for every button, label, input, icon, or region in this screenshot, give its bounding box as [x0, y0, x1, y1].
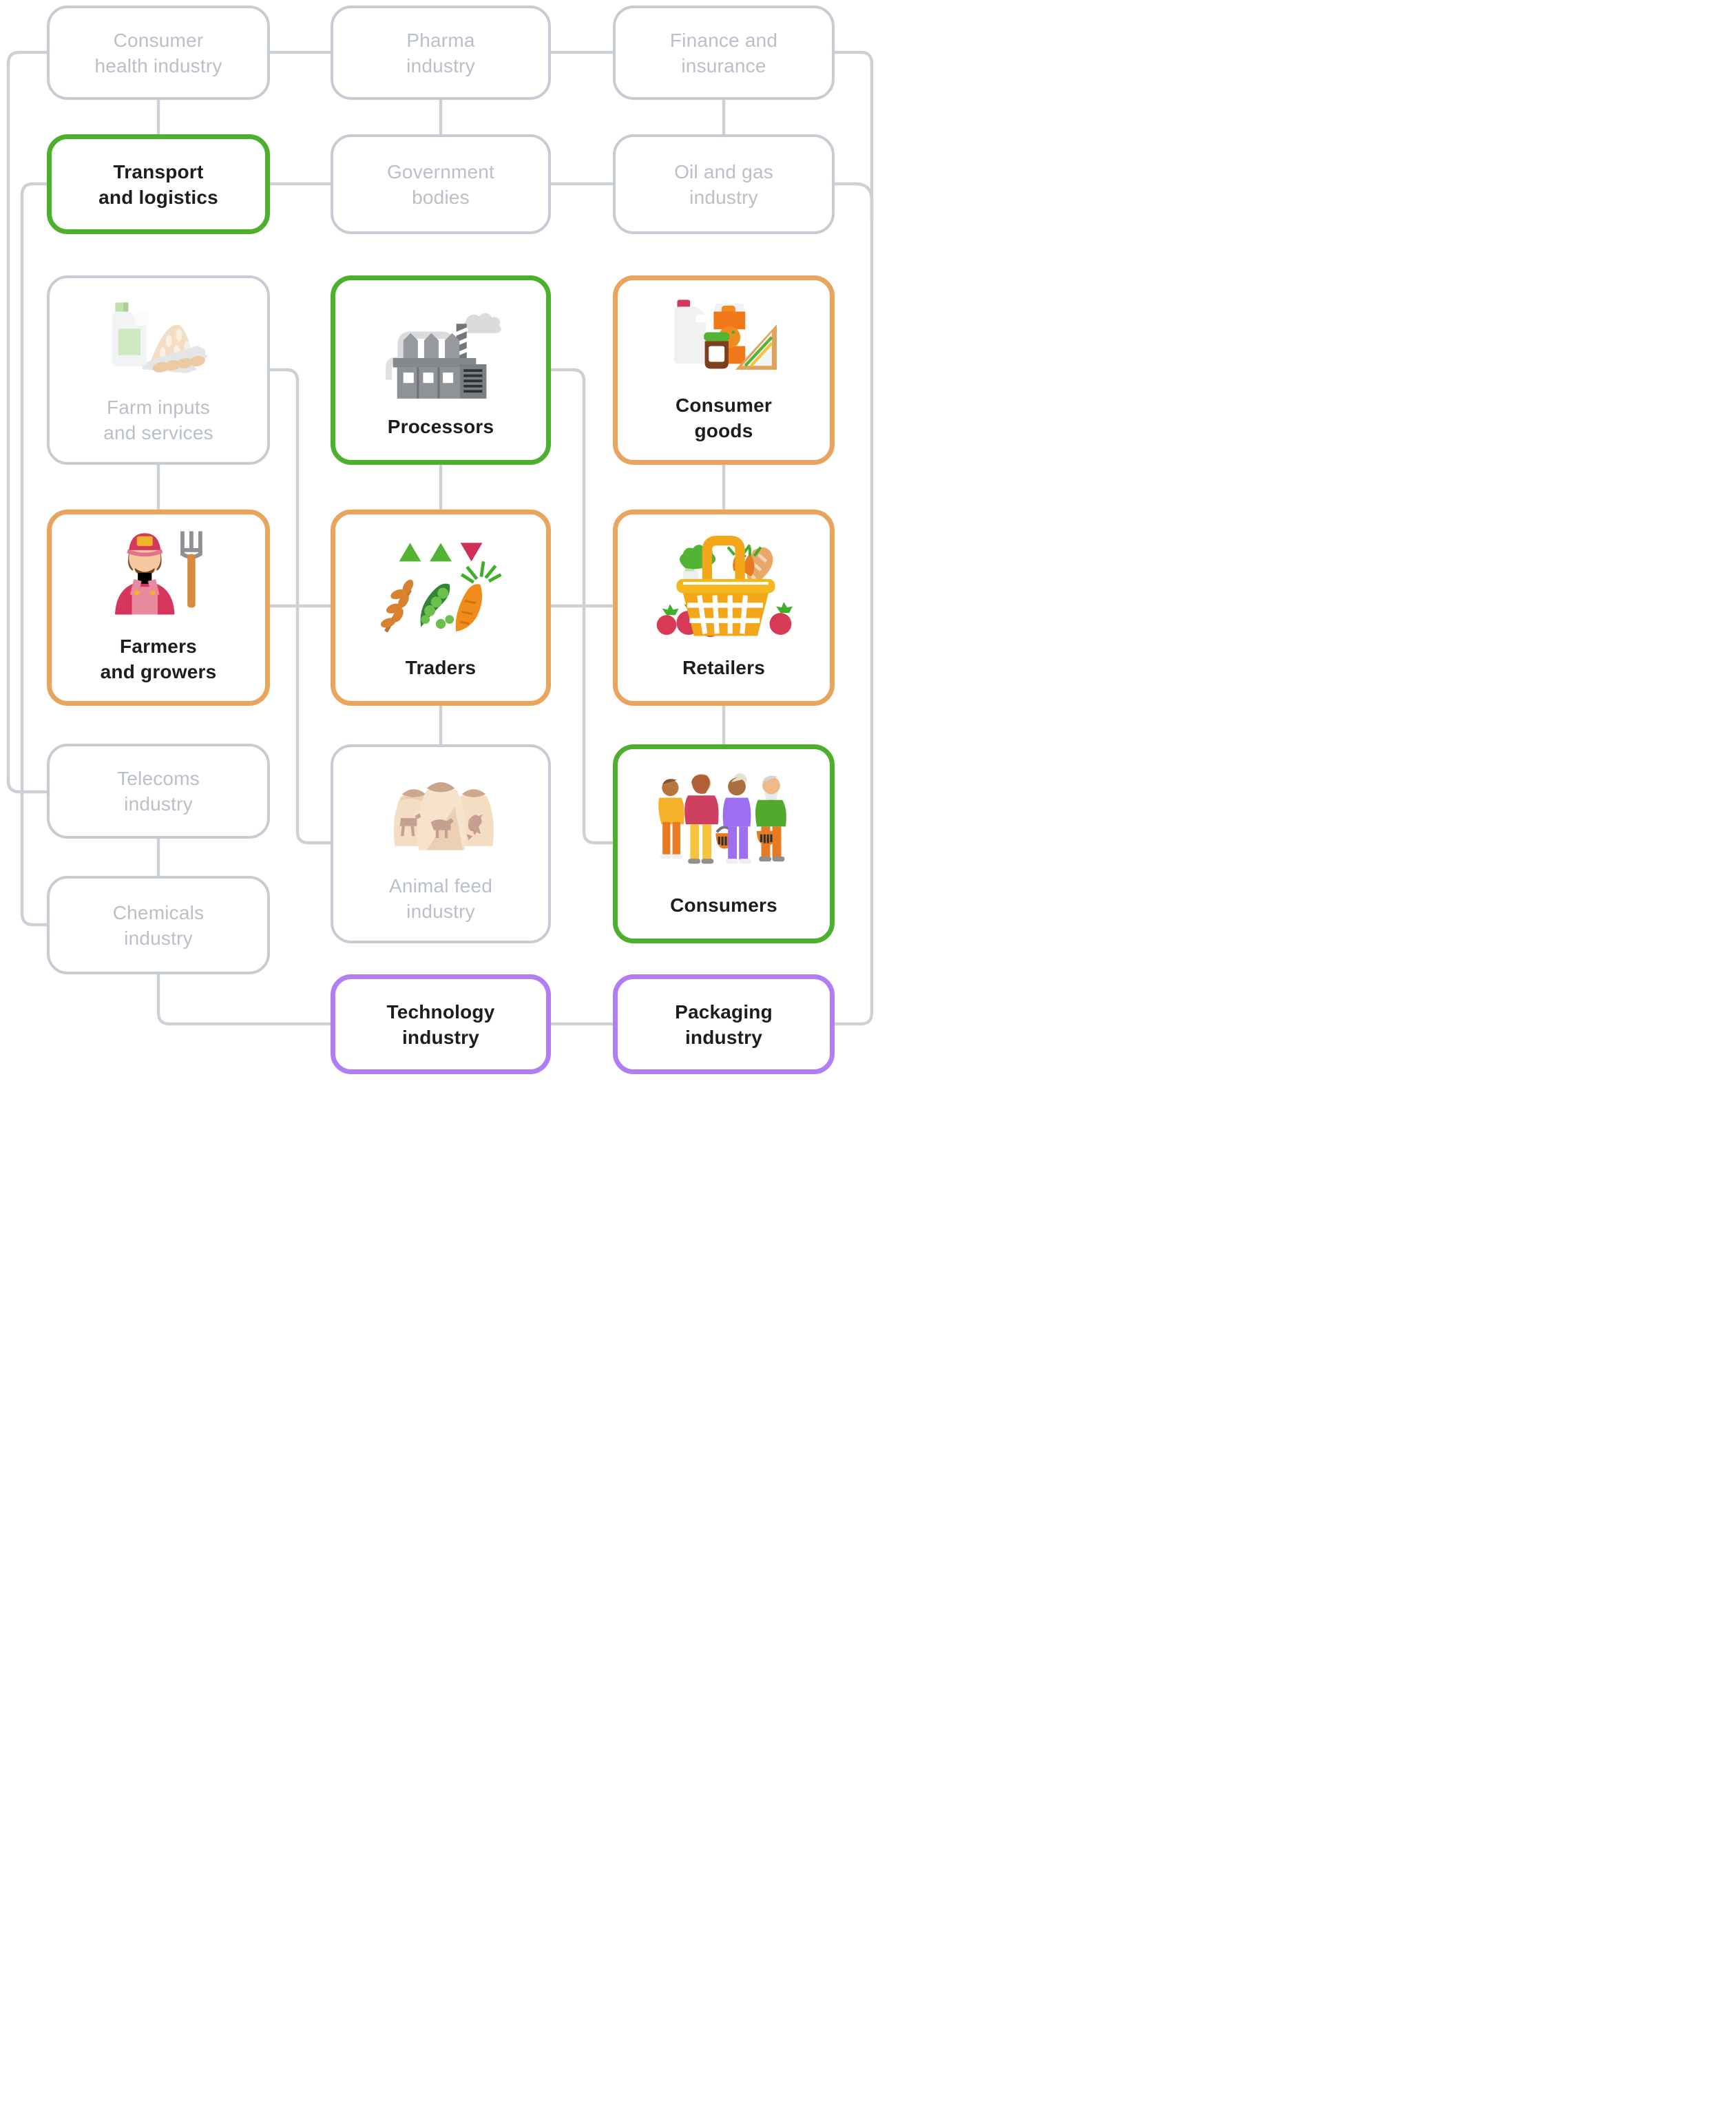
connector-mid-rail-left — [270, 368, 331, 845]
node-label: Consumer health industry — [94, 29, 222, 76]
node-label: Telecoms industry — [117, 768, 200, 815]
node-government-bodies: Government bodies — [331, 134, 551, 234]
node-label: Farm inputs and services — [103, 397, 213, 443]
node-telecoms-industry: Telecoms industry — [47, 744, 270, 839]
connector-chemicals-technology — [156, 974, 331, 1026]
node-farmers-and-growers: Farmers and growers — [47, 510, 270, 706]
node-label: Oil and gas industry — [674, 160, 773, 208]
node-label: Finance and insurance — [669, 29, 778, 76]
node-transport-and-logistics: Transport and logistics — [47, 134, 270, 234]
node-label: Animal feed industry — [388, 875, 493, 922]
node-label: Transport and logistics — [98, 160, 218, 208]
farmer-icon — [52, 505, 265, 633]
node-label: Processors — [387, 416, 494, 437]
people-icon — [618, 749, 830, 892]
node-label: Consumer goods — [675, 395, 773, 441]
basket-icon — [618, 514, 830, 655]
connector-lines — [6, 50, 874, 1026]
connector-mid-rail-right — [551, 368, 613, 845]
connector-right-rail — [835, 50, 874, 1026]
node-label: Packaging industry — [675, 1000, 773, 1048]
nodes-layer: Consumer health industry Pharma industry… — [0, 0, 881, 1080]
node-finance-and-insurance: Finance and insurance — [613, 6, 835, 100]
farm-inputs-icon — [50, 264, 267, 395]
node-label: Retailers — [682, 657, 766, 678]
node-pharma-industry: Pharma industry — [331, 6, 551, 100]
factory-icon — [335, 280, 546, 414]
connector-oil-merge — [835, 182, 874, 220]
node-label: Technology industry — [386, 1000, 495, 1048]
node-label: Traders — [405, 657, 477, 678]
node-packaging-industry: Packaging industry — [613, 974, 835, 1074]
node-processors: Processors — [331, 275, 551, 465]
node-label: Government bodies — [386, 160, 495, 208]
node-label: Farmers and growers — [100, 636, 217, 682]
node-farm-inputs-and-services: Farm inputs and services — [47, 275, 270, 465]
node-retailers: Retailers — [613, 510, 835, 706]
feed-sacks-icon — [333, 744, 548, 873]
node-consumer-health-industry: Consumer health industry — [47, 6, 270, 100]
node-traders: Traders — [331, 510, 551, 706]
node-consumer-goods: Consumer goods — [613, 275, 835, 465]
node-consumers: Consumers — [613, 744, 835, 943]
node-oil-and-gas-industry: Oil and gas industry — [613, 134, 835, 234]
node-technology-industry: Technology industry — [331, 974, 551, 1074]
connector-left-rail-outer — [6, 50, 47, 794]
connector-left-rail-inner — [20, 182, 47, 927]
node-label: Chemicals industry — [112, 901, 205, 949]
node-label: Consumers — [670, 894, 777, 916]
node-label: Pharma industry — [406, 29, 475, 76]
groceries-icon — [618, 265, 830, 392]
node-animal-feed-industry: Animal feed industry — [331, 744, 551, 943]
node-chemicals-industry: Chemicals industry — [47, 876, 270, 974]
supply-chain-diagram: Consumer health industry Pharma industry… — [0, 0, 881, 1080]
commodities-icon — [335, 514, 546, 655]
